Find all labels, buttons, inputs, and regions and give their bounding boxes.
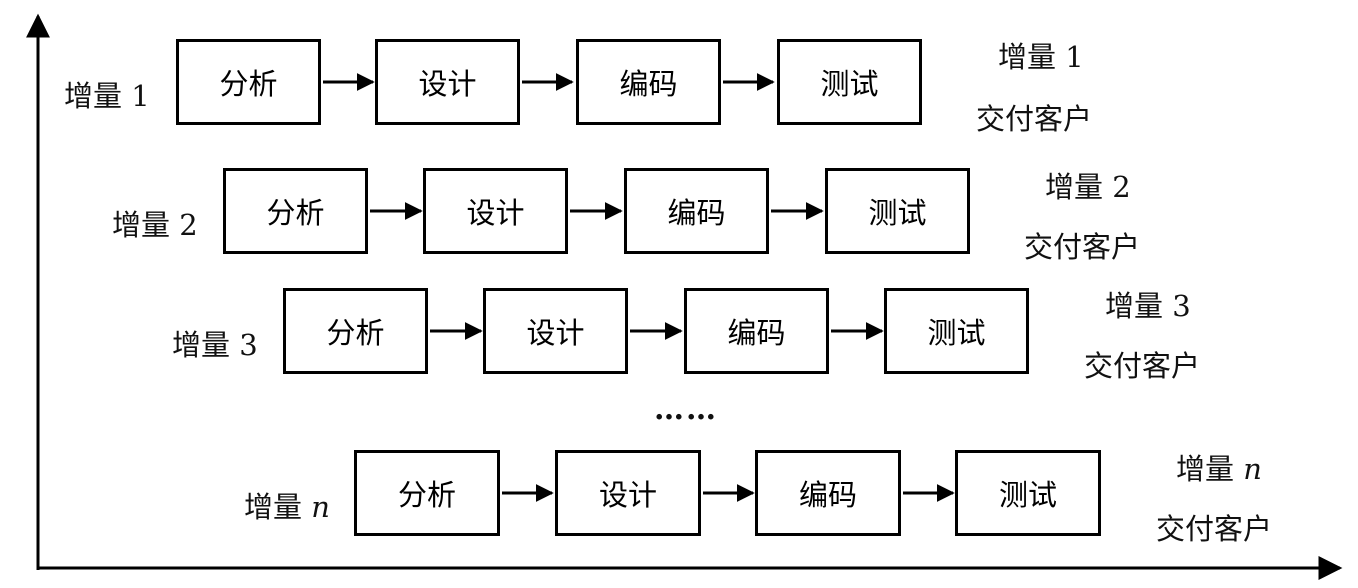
- step-design-2: 设计: [423, 168, 568, 254]
- step-analysis-n: 分析: [354, 450, 500, 536]
- increment-label-1: 增量 1: [64, 79, 150, 113]
- delivery-text-3: 交付客户: [1084, 349, 1201, 383]
- step-testing-1: 测试: [777, 39, 922, 125]
- step-design-3: 设计: [483, 288, 628, 374]
- step-testing-n: 测试: [955, 450, 1101, 536]
- step-coding-3: 编码: [684, 288, 829, 374]
- step-design-1: 设计: [375, 39, 520, 125]
- step-testing-2: 测试: [825, 168, 970, 254]
- step-design-n: 设计: [555, 450, 701, 536]
- delivery-title-1: 增量 1: [998, 40, 1084, 74]
- increment-label-3: 增量 3: [172, 328, 258, 362]
- delivery-title-3: 增量 3: [1105, 289, 1191, 323]
- step-coding-2: 编码: [624, 168, 769, 254]
- ellipsis: ……: [654, 392, 718, 427]
- step-coding-1: 编码: [576, 39, 721, 125]
- delivery-title-n: 增量 n: [1176, 452, 1262, 486]
- delivery-text-n: 交付客户: [1156, 512, 1273, 546]
- delivery-text-2: 交付客户: [1024, 230, 1141, 264]
- step-analysis-3: 分析: [283, 288, 428, 374]
- increment-label-n: 增量 n: [244, 490, 330, 524]
- step-analysis-2: 分析: [223, 168, 368, 254]
- step-testing-3: 测试: [884, 288, 1029, 374]
- delivery-title-2: 增量 2: [1045, 170, 1131, 204]
- increment-label-2: 增量 2: [112, 208, 198, 242]
- step-analysis-1: 分析: [176, 39, 321, 125]
- delivery-text-1: 交付客户: [976, 102, 1093, 136]
- step-coding-n: 编码: [755, 450, 901, 536]
